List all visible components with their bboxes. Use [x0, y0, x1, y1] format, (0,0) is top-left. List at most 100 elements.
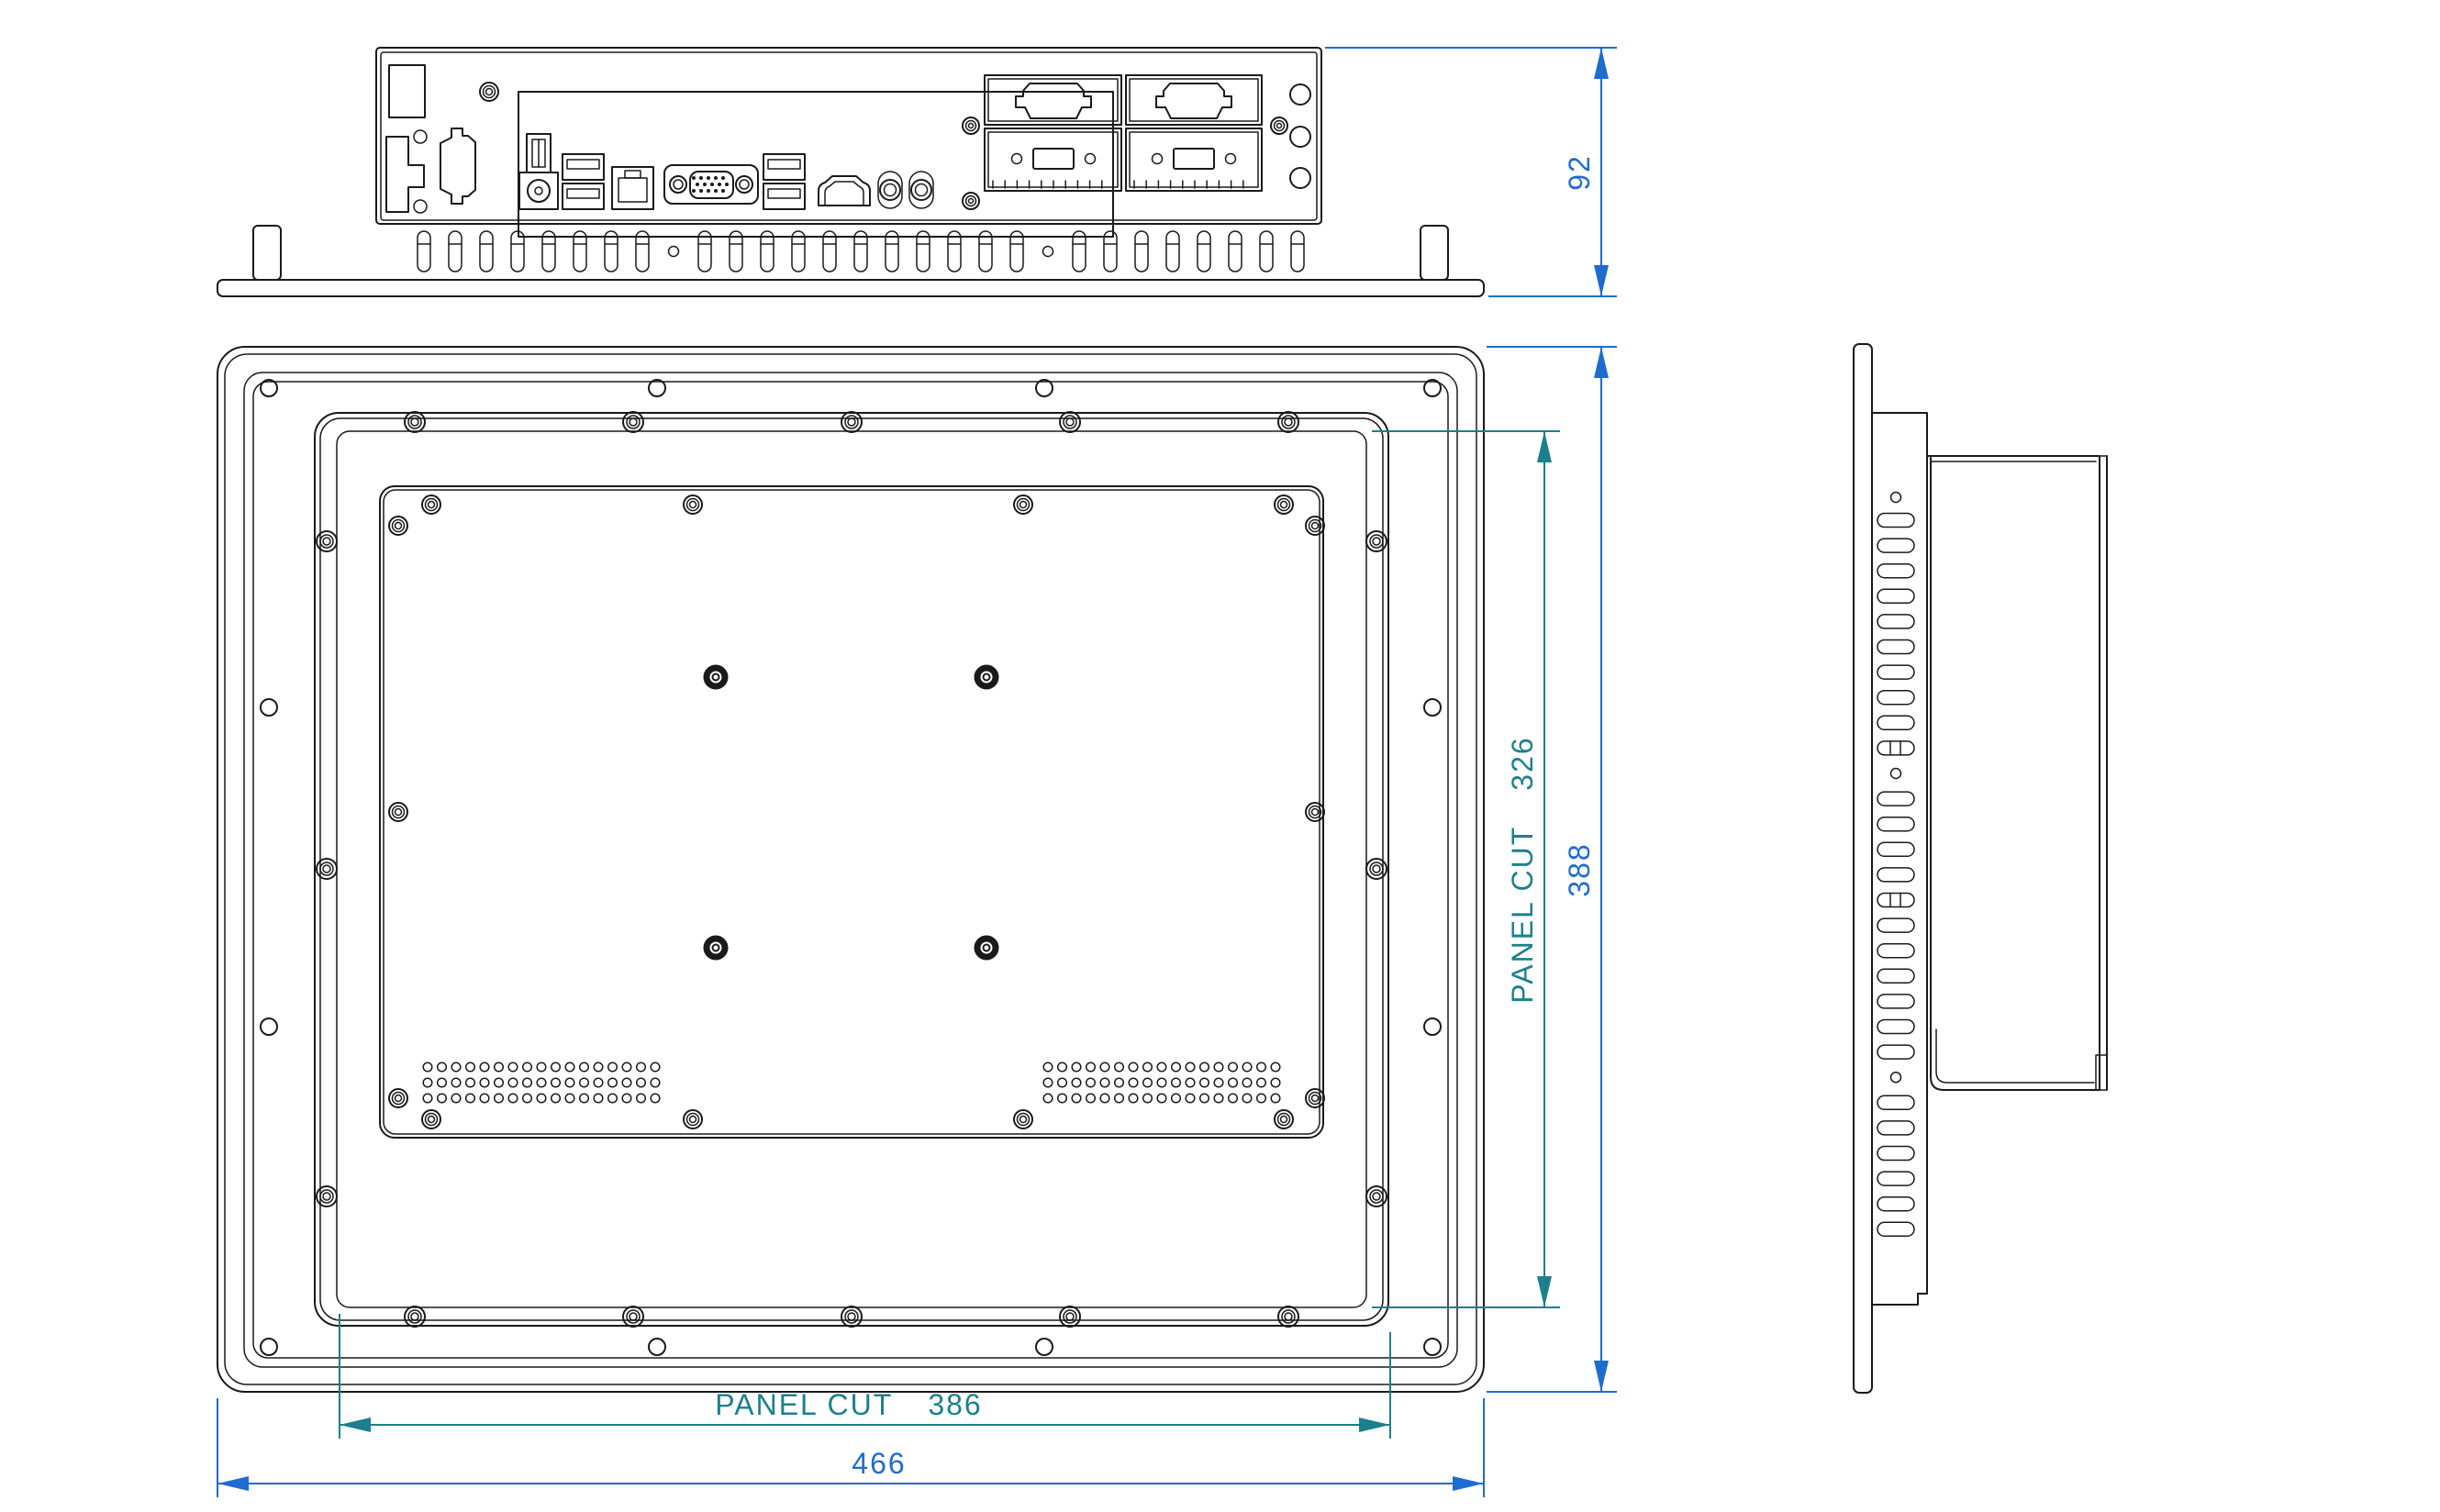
torx-screw [1013, 495, 1033, 515]
vent-slot [1877, 740, 1915, 756]
vent-slot [1877, 639, 1915, 655]
vent-hole [536, 1062, 547, 1073]
torx-screw [683, 1109, 703, 1129]
vent-slot [1877, 512, 1915, 528]
vent-slot [1072, 230, 1086, 272]
side-vent-slots [1877, 491, 1915, 1238]
torx-screw [410, 1312, 419, 1321]
vent-slot [760, 230, 774, 272]
vent-hole [1071, 1093, 1082, 1104]
vent-slot [1877, 588, 1915, 605]
vent-hole [521, 1093, 533, 1104]
io-cutout [1173, 148, 1215, 170]
torx-screw [407, 415, 422, 429]
torx-screw [410, 417, 419, 427]
power-switch-cutout [388, 64, 426, 118]
pilot-hole [1889, 767, 1902, 780]
torx-screw [1270, 117, 1288, 135]
torx-screw [847, 417, 856, 427]
vent-hole [1042, 1077, 1053, 1088]
vent-hole [507, 1093, 518, 1104]
mounting-lug-right [1420, 225, 1449, 281]
rear-cover-inner [383, 489, 1320, 1135]
torx-screw [685, 497, 700, 512]
vent-hole [564, 1077, 575, 1088]
torx-screw [1281, 1309, 1296, 1324]
vent-hole [650, 1062, 661, 1073]
torx-screw [841, 1306, 863, 1328]
vent-slot [1877, 1044, 1915, 1060]
vent-slot [417, 230, 431, 272]
torx-screw [316, 858, 338, 880]
vent-slot [822, 230, 837, 272]
vent-slot [978, 230, 993, 272]
bezel-outline-inner [224, 353, 1477, 1385]
vent-hole [1113, 1062, 1125, 1073]
vent-hole [650, 1077, 661, 1088]
torx-screw [1016, 497, 1031, 512]
vent-hole [507, 1062, 518, 1073]
vent-hole [1128, 1062, 1139, 1073]
torx-screw [967, 197, 975, 205]
vent-hole [1198, 1062, 1210, 1073]
bezel-hole [1035, 1338, 1053, 1356]
hdmi-port [818, 175, 871, 206]
bezel-hole [1423, 1017, 1442, 1036]
top-chassis-inner-line [380, 51, 1318, 221]
vent-hole [621, 1077, 632, 1088]
vent-hole [1056, 1062, 1068, 1073]
torx-screw [407, 1309, 422, 1324]
torx-screw [394, 807, 403, 817]
torx-screw [316, 1185, 338, 1207]
vent-hole [1170, 1077, 1182, 1088]
vent-hole [521, 1062, 533, 1073]
vent-hole [464, 1093, 476, 1104]
vent-hole [521, 1077, 533, 1088]
vent-hole [1270, 1077, 1281, 1088]
vent-hole [1142, 1062, 1153, 1073]
vent-hole [1213, 1077, 1224, 1088]
vent-hole [422, 1093, 433, 1104]
torx-screw [1276, 497, 1291, 512]
vent-slot [573, 230, 587, 272]
vent-slot [1877, 664, 1915, 680]
torx-screw [1273, 119, 1286, 132]
vent-hole [1056, 1077, 1068, 1088]
vent-hole [1099, 1077, 1110, 1088]
vent-slot [1877, 689, 1915, 706]
top-bezel-plate [217, 279, 1485, 297]
vent-hole [1185, 1062, 1196, 1073]
vent-slot [1877, 1195, 1915, 1212]
terminal-block-cutout [385, 136, 425, 213]
side-bezel-plate [1853, 343, 1873, 1394]
side-view [1853, 343, 2108, 1394]
torx-screw [479, 82, 499, 102]
bezel-outline [217, 346, 1485, 1393]
cutout-screw-hole [413, 129, 428, 144]
torx-screw [1016, 1112, 1031, 1127]
rear-cover-outline [379, 485, 1324, 1139]
bezel-face-line2 [252, 381, 1449, 1359]
dimension-width-466: 466 [217, 1398, 1485, 1497]
torx-screw [485, 87, 494, 96]
torx-screw [1372, 1192, 1381, 1201]
vent-hole [1185, 1077, 1196, 1088]
vent-slot [885, 230, 899, 272]
vent-hole [1142, 1093, 1153, 1104]
vent-hole [1085, 1077, 1097, 1088]
torx-screw [1274, 495, 1294, 515]
vent-hole [607, 1093, 618, 1104]
vent-hole [635, 1077, 647, 1088]
vent-hole [1056, 1093, 1068, 1104]
torx-screw [1305, 1088, 1325, 1108]
torx-screw [1308, 518, 1322, 533]
dimension-label: 388 [1563, 842, 1596, 896]
side-rear-box [1926, 455, 2100, 1091]
audio-jacks [877, 171, 934, 209]
torx-screw [322, 1192, 331, 1201]
torx-screw [1308, 1091, 1322, 1106]
pilot-hole [667, 245, 680, 258]
vent-hole [536, 1093, 547, 1104]
torx-screw [626, 1309, 641, 1324]
